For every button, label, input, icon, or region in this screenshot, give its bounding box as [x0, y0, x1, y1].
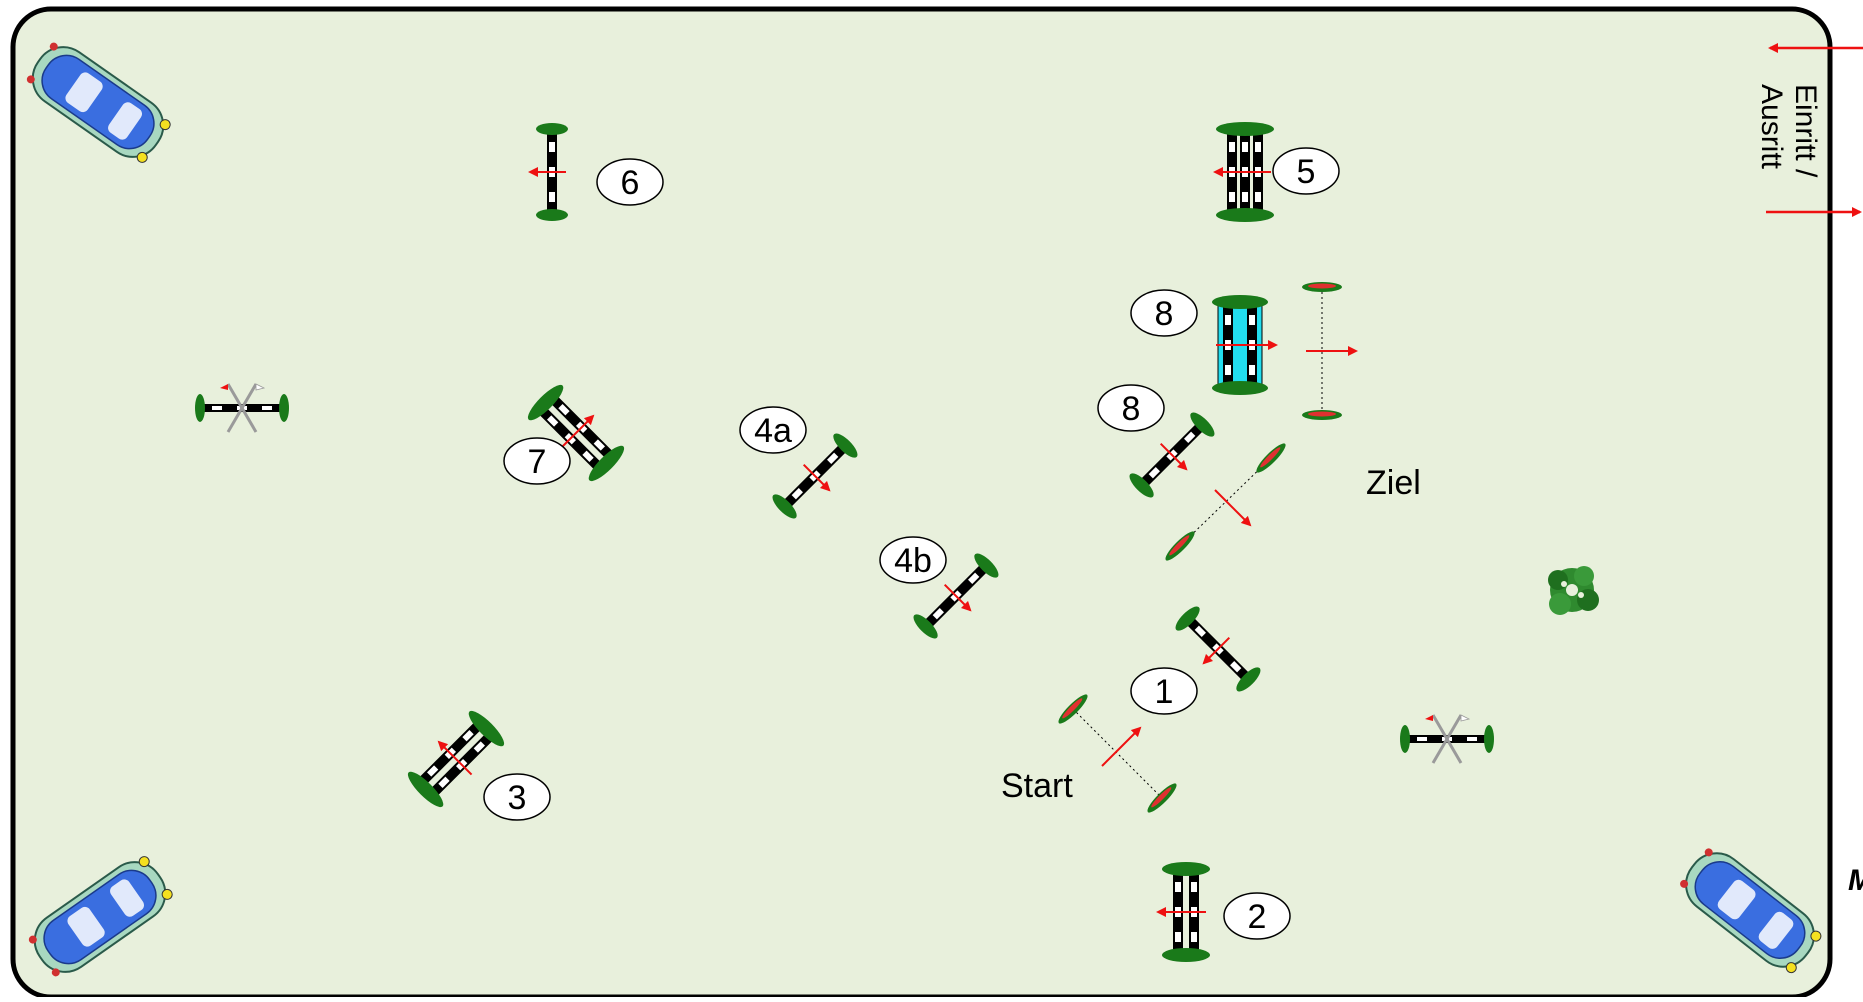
- start-gate: [1055, 691, 1180, 816]
- number-4a: 4a: [754, 412, 792, 450]
- number-badge-1: 1: [1130, 667, 1198, 715]
- obstacle-7: [524, 381, 629, 486]
- obstacle-3: [404, 707, 509, 812]
- number-5: 5: [1297, 153, 1316, 191]
- obstacle-4a: [769, 430, 864, 525]
- arena-ground: [10, 6, 1833, 1000]
- start-label: Start: [1001, 767, 1073, 805]
- number-6: 6: [621, 164, 640, 202]
- entrance-arrows: [1766, 43, 1863, 217]
- number-1: 1: [1155, 673, 1174, 711]
- number-badge-8-diagonal: 8: [1097, 384, 1165, 432]
- entrance-label-line2: Ausritt: [1755, 84, 1788, 170]
- obstacle-6: [528, 123, 568, 221]
- number-badge-4a: 4a: [739, 406, 807, 454]
- number-3: 3: [508, 779, 527, 817]
- number-badge-6: 6: [596, 158, 664, 206]
- number-7: 7: [528, 443, 547, 481]
- number-badge-2: 2: [1223, 892, 1291, 940]
- obstacle-5: [1213, 122, 1274, 222]
- finish-gate-vertical: [1302, 282, 1358, 420]
- number-badge-5: 5: [1272, 147, 1340, 195]
- number-badge-4b: 4b: [879, 536, 947, 584]
- finish-label: Ziel: [1366, 464, 1421, 502]
- entrance-label: Einritt / Ausritt: [1755, 84, 1822, 178]
- number-badge-3: 3: [483, 773, 551, 821]
- obstacle-4b: [910, 550, 1005, 645]
- edge-partial-label: M: [1848, 864, 1863, 897]
- bush-icon: [1548, 566, 1599, 615]
- number-badge-7: 7: [503, 437, 571, 485]
- number-badge-8-top: 8: [1130, 289, 1198, 337]
- obstacle-8-diagonal: [1126, 409, 1221, 504]
- obstacle-8-water: [1212, 295, 1278, 395]
- obstacle-2: [1156, 862, 1210, 962]
- entrance-label-line1: Einritt /: [1789, 84, 1822, 178]
- number-8-top: 8: [1155, 295, 1174, 333]
- number-2: 2: [1248, 898, 1267, 936]
- finish-gate-diagonal: [1162, 440, 1289, 564]
- obstacle-1: [1169, 603, 1264, 698]
- number-4b: 4b: [894, 542, 932, 580]
- number-8-diagonal: 8: [1122, 390, 1141, 428]
